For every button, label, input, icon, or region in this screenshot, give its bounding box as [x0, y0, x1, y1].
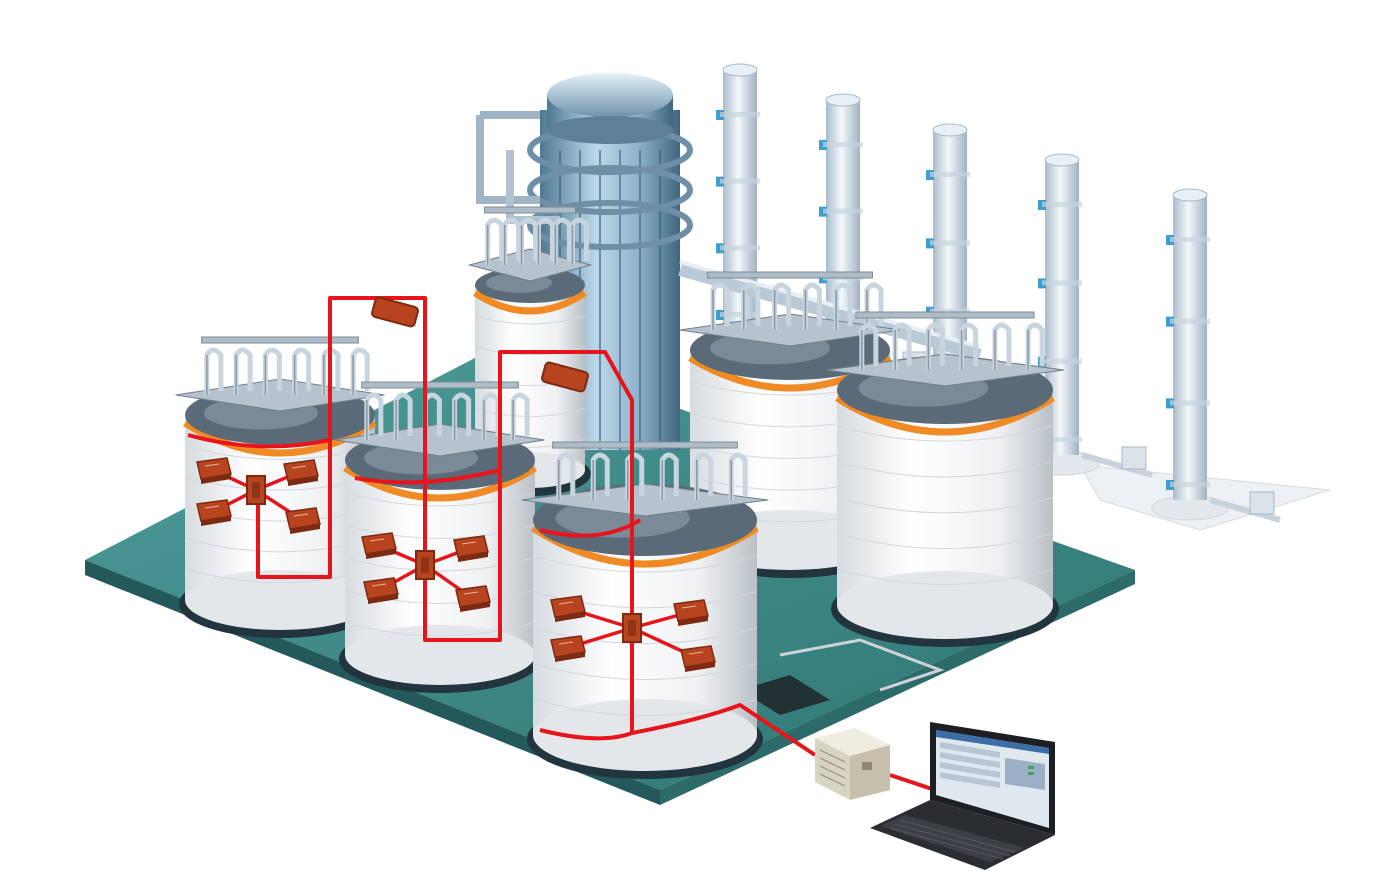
- signal-cable: [256, 296, 634, 733]
- signal-cable: [354, 468, 501, 485]
- signal-cable: [539, 728, 633, 741]
- storage-tanks: [175, 206, 1064, 779]
- inline-sensor-housing: [371, 296, 419, 328]
- junction-box-icon: [415, 550, 435, 580]
- inline-sensor-housing: [541, 361, 589, 393]
- strain-sensor-icon: [196, 499, 232, 526]
- signal-cable: [187, 433, 331, 449]
- signal-cable: [631, 703, 817, 757]
- signal-cables: [187, 296, 936, 792]
- stack-column-icon: [1023, 153, 1153, 478]
- junction-box-icon: [246, 475, 266, 505]
- sensor-cluster: [196, 457, 321, 534]
- strain-sensor-icon: [550, 595, 586, 622]
- strain-sensor-icon: [285, 507, 321, 534]
- laptop-screen-content: [936, 730, 1049, 790]
- data-acquisition-unit-icon: [815, 728, 890, 800]
- stack-column-icon: [1151, 188, 1281, 523]
- signal-cable: [889, 773, 936, 792]
- cable-shadow: [740, 638, 945, 715]
- laptop-icon: [870, 722, 1055, 870]
- strain-sensor-icon: [455, 585, 491, 612]
- strain-sensor-icon: [283, 459, 319, 486]
- sensor-network: [196, 296, 716, 672]
- strain-sensor-icon: [196, 457, 232, 484]
- strain-sensor-icon: [550, 635, 586, 662]
- strain-sensor-icon: [361, 532, 397, 559]
- storage-tank-icon: [521, 441, 769, 779]
- storage-tank-icon: [826, 311, 1064, 647]
- strain-sensor-icon: [363, 577, 399, 604]
- strain-sensor-icon: [673, 599, 709, 626]
- strain-sensor-icon: [453, 535, 489, 562]
- strain-sensor-icon: [680, 645, 716, 672]
- sensor-cluster: [361, 532, 491, 612]
- junction-box-icon: [622, 613, 642, 643]
- signal-cable: [539, 518, 642, 538]
- sensor-cluster: [550, 595, 716, 672]
